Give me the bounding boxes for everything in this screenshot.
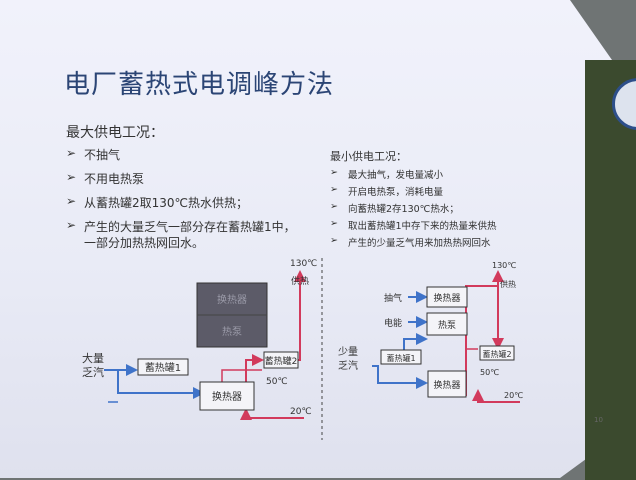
list-item: ➢最大抽气，发电量减小 bbox=[330, 167, 444, 181]
list-item: ➢不抽气 bbox=[66, 146, 121, 162]
min-supply-diagram: 换热器 热泵 蓄热罐1 蓄热罐2 换热器 抽气 电能 少量 乏汽 130℃ 供热… bbox=[338, 261, 523, 403]
extraction-label: 抽气 bbox=[384, 292, 402, 304]
temp-130-label: 130℃ bbox=[492, 261, 516, 270]
arrow-bullet-icon: ➢ bbox=[330, 201, 338, 212]
tank1-box bbox=[137, 358, 189, 376]
dark-heat-pump-label: 热泵 bbox=[222, 325, 242, 338]
arrow-bullet-icon: ➢ bbox=[66, 218, 77, 232]
exchanger-top-label: 换热器 bbox=[433, 292, 460, 304]
list-item: ➢产生的少量乏气用来加热热网回水 bbox=[330, 235, 491, 249]
heat-pump-box bbox=[426, 312, 468, 336]
tank1-label: 蓄热罐1 bbox=[145, 361, 181, 374]
list-item: ➢不用电热泵 bbox=[66, 170, 145, 186]
heat-supply-label: 供热 bbox=[500, 279, 516, 289]
max-supply-heading: 最大供电工况： bbox=[66, 125, 164, 141]
exchanger-bottom-box bbox=[427, 370, 467, 398]
tank2-box bbox=[263, 351, 299, 369]
tank2-label: 蓄热罐2 bbox=[482, 349, 511, 359]
temp-50-label: 50℃ bbox=[266, 377, 288, 387]
temp-50-label: 50℃ bbox=[480, 368, 499, 377]
heat-supply-label: 供热 bbox=[291, 275, 309, 287]
tank1-box bbox=[380, 349, 422, 365]
exchanger-bottom-label: 换热器 bbox=[433, 379, 460, 391]
arrow-bullet-icon: ➢ bbox=[330, 167, 338, 178]
arrow-bullet-icon: ➢ bbox=[330, 184, 338, 195]
temp-130-label: 130℃ bbox=[290, 259, 317, 269]
steam-label-line2: 乏汽 bbox=[82, 365, 104, 379]
steam-label-line1: 大量 bbox=[82, 351, 104, 365]
min-supply-heading: 最小供电工况： bbox=[330, 150, 407, 163]
list-item: ➢从蓄热罐2取130℃热水供热； bbox=[66, 194, 249, 210]
list-item: ➢取出蓄热罐1中存下来的热量来供热 bbox=[330, 218, 497, 232]
arrow-bullet-icon: ➢ bbox=[330, 235, 338, 246]
list-item: ➢产生的大量乏气一部分存在蓄热罐1中， bbox=[66, 218, 296, 234]
exchanger-box bbox=[199, 381, 255, 411]
exchanger-label: 换热器 bbox=[212, 390, 242, 403]
dark-exchanger-label: 换热器 bbox=[217, 293, 247, 306]
arrow-bullet-icon: ➢ bbox=[66, 146, 77, 160]
electric-label: 电能 bbox=[384, 317, 402, 329]
slide bbox=[0, 0, 612, 478]
max-supply-diagram: 换热器 热泵 蓄热罐1 蓄热罐2 换热器 大量 乏汽 130℃ 供热 50℃ 2… bbox=[82, 259, 317, 420]
arrow-bullet-icon: ➢ bbox=[330, 218, 338, 229]
heat-pump-label: 热泵 bbox=[438, 319, 456, 331]
min-supply-list: ➢最大抽气，发电量减小 ➢开启电热泵，消耗电量 ➢向蓄热罐2存130℃热水； ➢… bbox=[330, 167, 497, 252]
list-item: ➢开启电热泵，消耗电量 bbox=[330, 184, 444, 198]
arrow-bullet-icon: ➢ bbox=[66, 170, 77, 184]
slide-title: 电厂蓄热式电调峰方法 bbox=[64, 70, 335, 100]
max-supply-list: ➢不抽气 ➢不用电热泵 ➢从蓄热罐2取130℃热水供热； ➢产生的大量乏气一部分… bbox=[66, 146, 296, 258]
list-item-continued: 一部分加热热网回水。 bbox=[84, 236, 205, 250]
tank2-box bbox=[479, 345, 515, 361]
arrow-bullet-icon: ➢ bbox=[66, 194, 77, 208]
list-item: ➢向蓄热罐2存130℃热水； bbox=[330, 201, 459, 215]
temp-20-label: 20℃ bbox=[290, 407, 312, 417]
steam-label-line1: 少量 bbox=[338, 346, 358, 358]
tank2-label: 蓄热罐2 bbox=[265, 355, 298, 367]
temp-20-label: 20℃ bbox=[504, 391, 523, 400]
tank1-label: 蓄热罐1 bbox=[386, 353, 415, 363]
page-number: 10 bbox=[594, 416, 603, 424]
steam-label-line2: 乏汽 bbox=[338, 359, 358, 372]
exchanger-top-box bbox=[426, 286, 468, 308]
background-wall bbox=[585, 60, 636, 480]
